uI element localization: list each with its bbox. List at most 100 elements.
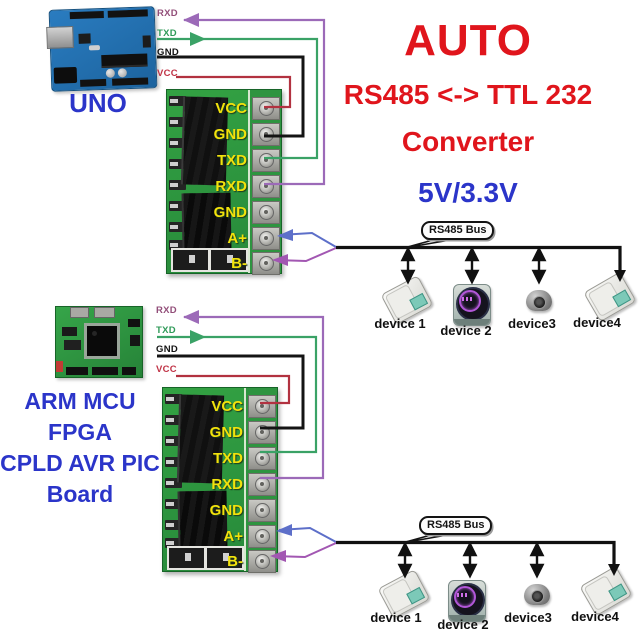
meter-icon [448, 580, 486, 622]
screw-icon [254, 554, 270, 569]
pin-label-txd: TXD [217, 152, 247, 169]
camera-lens [531, 590, 544, 603]
screw-icon [258, 101, 274, 116]
pcb-pad-icon [169, 240, 186, 250]
dome-camera-icon [526, 290, 552, 311]
arm-header-icon [122, 367, 136, 375]
pin-label-b-minus: B- [231, 255, 247, 272]
pcb-pad-icon [165, 520, 182, 530]
screw-icon [254, 503, 270, 518]
uno-icsp-header-icon [142, 35, 151, 48]
pcb-pad-icon [165, 394, 182, 404]
pcb-pad-icon [169, 159, 186, 169]
screw-icon [254, 399, 270, 414]
pin-label-gnd: GND [209, 424, 243, 441]
pin-label-gnd: GND [213, 126, 247, 143]
meter-digits [457, 593, 469, 597]
converter-component-icon [209, 248, 248, 272]
converter-component-icon [167, 546, 206, 570]
arm-board-image [55, 306, 143, 378]
pcb-pad-icon [165, 499, 182, 509]
screw-terminal [248, 421, 276, 444]
wire-label-gnd: GND [156, 344, 179, 355]
camera-lens [533, 296, 546, 309]
screw-icon [258, 231, 274, 246]
screw-terminal [252, 97, 280, 120]
screw-icon [254, 477, 270, 492]
rs485-bus-callout-bottom: RS485 Bus [419, 516, 493, 535]
pin-label-txd: TXD [213, 450, 243, 467]
pcb-pad-icon [169, 201, 186, 211]
arm-component-icon [128, 319, 140, 327]
meter-base [449, 615, 485, 621]
screw-icon [258, 179, 274, 194]
arm-header-icon [92, 367, 118, 375]
meter-glow [454, 586, 476, 608]
uno-power-jack-icon [53, 66, 78, 84]
screw-terminal [248, 447, 276, 470]
arm-component-icon [56, 361, 63, 372]
meter-digits [462, 297, 474, 301]
screw-terminal [252, 149, 280, 172]
arm-board-label-line3: Board [46, 481, 114, 507]
screw-terminal [248, 525, 276, 548]
uno-capacitor-icon [105, 68, 116, 78]
meter-icon [453, 284, 491, 326]
screw-terminal [248, 550, 276, 573]
converter-component-icon [171, 248, 210, 272]
arm-chip-icon [62, 327, 77, 336]
converter-component-icon [205, 546, 244, 570]
arm-header-icon [66, 367, 88, 375]
arm-board-label: ARM MCU FPGA CPLD AVR PIC Board [0, 386, 160, 510]
device-label: device3 [508, 316, 556, 331]
screw-terminal [248, 473, 276, 496]
pin-label-vcc: VCC [215, 100, 247, 117]
arm-connector-icon [94, 307, 115, 318]
pcb-pad-icon [169, 96, 186, 106]
rs485-converter-module-bottom: VCC GND TXD RXD GND A+ B- [162, 387, 278, 573]
screw-terminal [252, 227, 280, 250]
uno-crystal-icon [88, 45, 101, 51]
device-label: device4 [571, 609, 619, 624]
arm-board-label-line1: ARM MCU FPGA [24, 388, 136, 445]
device-label: device3 [504, 610, 552, 625]
screw-icon [258, 205, 274, 220]
dome-camera-icon [524, 584, 550, 605]
arm-connector-icon [70, 307, 89, 318]
pcb-pad-icon [165, 457, 182, 467]
uno-board-label: UNO [69, 88, 127, 118]
pin-label-a-plus: A+ [227, 230, 247, 247]
uno-header-icon [112, 77, 149, 86]
pcb-pad-icon [165, 478, 182, 488]
wire-label-rxd: RXD [157, 8, 178, 19]
pin-label-rxd: RXD [215, 178, 247, 195]
wire-label-vcc: VCC [157, 68, 178, 79]
arm-qfp-chip-icon [84, 323, 120, 359]
arm-chip-icon [64, 340, 81, 350]
screw-icon [258, 153, 274, 168]
pin-label-b-minus: B- [227, 553, 243, 570]
screw-terminal [252, 201, 280, 224]
screw-terminal [248, 499, 276, 522]
pcb-pad-icon [169, 222, 186, 232]
device-label: device 1 [374, 316, 426, 331]
screw-terminal [252, 175, 280, 198]
meter-glow [459, 290, 481, 312]
arm-component-icon [130, 335, 140, 346]
title-converter: Converter [401, 126, 535, 157]
screw-terminal [252, 252, 280, 275]
title-voltage: 5V/3.3V [418, 177, 518, 208]
pin-label-gnd2: GND [213, 204, 247, 221]
pin-label-rxd: RXD [211, 476, 243, 493]
screw-icon [258, 127, 274, 142]
pin-label-gnd2: GND [209, 502, 243, 519]
wire-label-gnd: GND [157, 47, 180, 58]
uno-header-icon [80, 78, 107, 87]
device-label: device 2 [437, 617, 489, 632]
screw-icon [258, 256, 274, 271]
uno-mcu-chip-icon [101, 53, 148, 69]
uno-header-icon [107, 9, 148, 18]
pcb-pad-icon [169, 180, 186, 190]
title-auto: AUTO [404, 16, 532, 65]
arm-qfp-die-icon [87, 326, 117, 356]
